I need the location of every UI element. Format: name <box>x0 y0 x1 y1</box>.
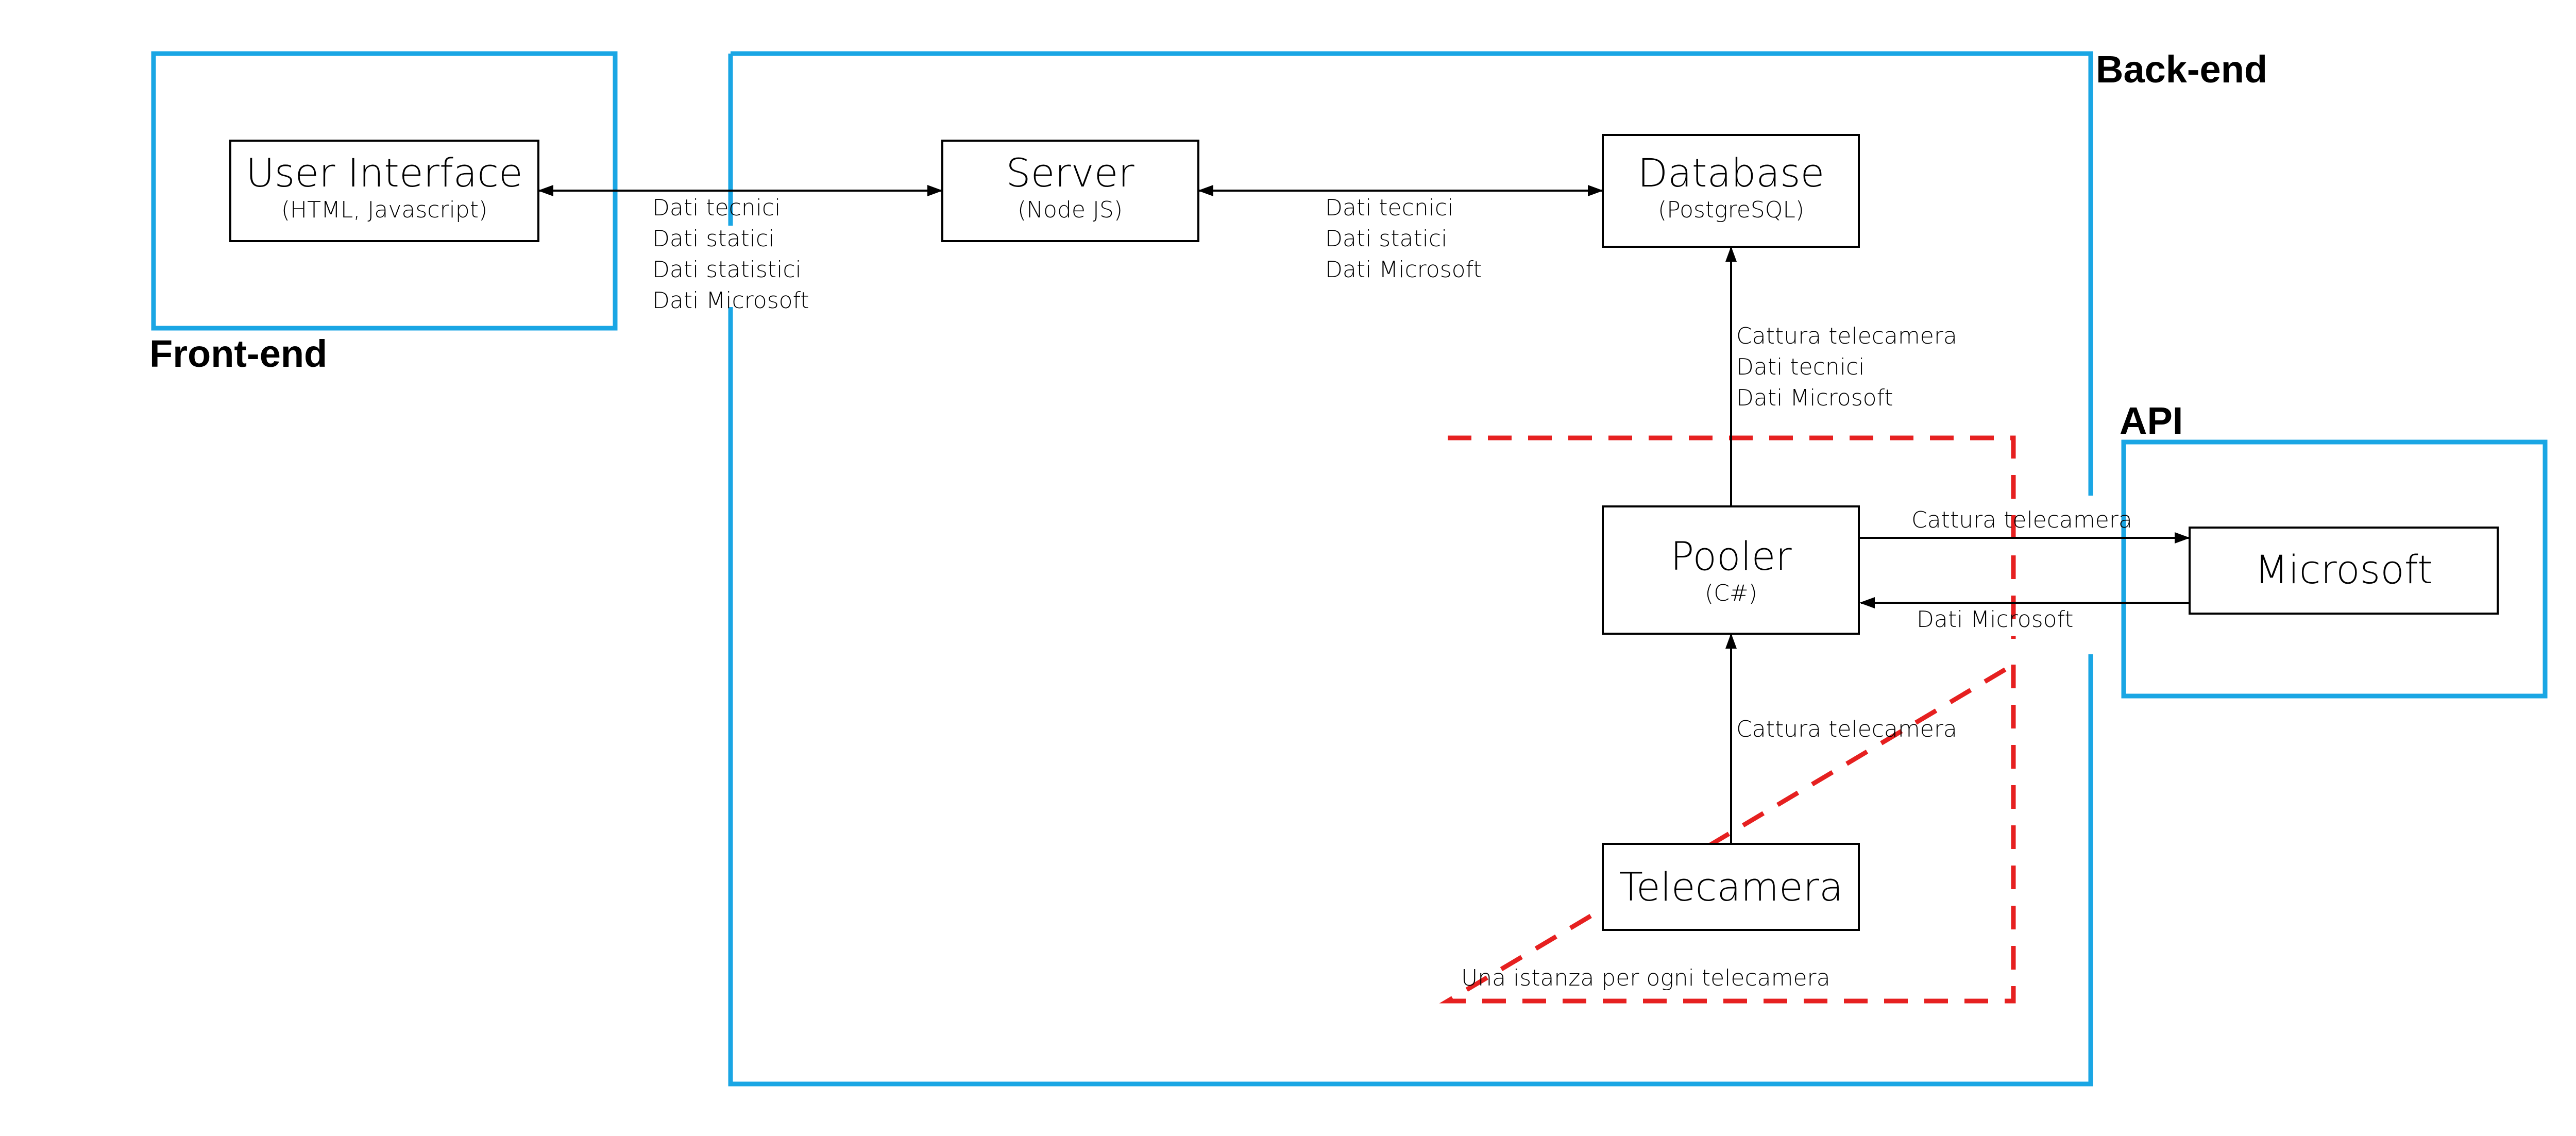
node-telecamera: Telecamera <box>1602 843 1860 931</box>
node-server-subtitle: (Node JS) <box>1018 197 1123 223</box>
node-microsoft: Microsoft <box>2189 527 2499 615</box>
instance-region-label: Una istanza per ogni telecamera <box>1461 965 1831 991</box>
node-server-title: Server <box>1006 150 1134 196</box>
api-group-box <box>2121 439 2548 699</box>
edge-server-database-label-line: Dati tecnici <box>1325 195 1453 221</box>
edge-ui-server-label-line: Dati statistici <box>652 257 802 283</box>
edge-pooler-database-label: Cattura telecamera Dati tecnici Dati Mic… <box>1736 323 1964 411</box>
edge-telecamera-pooler-label: Cattura telecamera <box>1736 716 1957 742</box>
edge-server-database-label-line: Dati Microsoft <box>1325 257 1482 283</box>
backend-group-label: Back-end <box>2096 48 2267 91</box>
frontend-group-label: Front-end <box>149 332 327 375</box>
edge-ui-server-label-line: Dati Microsoft <box>652 287 809 314</box>
edge-server-database-label: Dati tecnici Dati statici Dati Microsoft <box>1325 195 1482 283</box>
node-user-interface-subtitle: (HTML, Javascript) <box>281 197 487 223</box>
edge-pooler-microsoft-label: Cattura telecamera <box>1911 507 2132 533</box>
instance-region-box <box>1439 435 2016 1004</box>
edge-microsoft-pooler-label: Dati Microsoft <box>1917 606 2074 633</box>
node-pooler-subtitle: (C#) <box>1705 580 1757 606</box>
node-pooler-title: Pooler <box>1670 533 1792 579</box>
node-microsoft-title: Microsoft <box>2255 547 2433 592</box>
node-user-interface-title: User Interface <box>246 150 523 196</box>
edge-pooler-database-label-line: Dati Microsoft <box>1736 385 1893 411</box>
node-pooler: Pooler (C#) <box>1602 505 1860 635</box>
node-database: Database (PostgreSQL) <box>1602 134 1860 248</box>
edge-pooler-database-label-line: Cattura telecamera <box>1736 323 1957 349</box>
node-database-subtitle: (PostgreSQL) <box>1658 197 1804 223</box>
node-user-interface: User Interface (HTML, Javascript) <box>229 140 539 242</box>
edge-ui-server-label-line: Dati tecnici <box>652 195 781 221</box>
edge-server-database-label-line: Dati statici <box>1325 226 1447 252</box>
api-group-label: API <box>2120 399 2183 442</box>
node-server: Server (Node JS) <box>941 140 1199 242</box>
edge-ui-server-label: Dati tecnici Dati statici Dati statistic… <box>652 195 809 314</box>
edge-pooler-database-label-line: Dati tecnici <box>1736 354 1865 380</box>
node-database-title: Database <box>1638 150 1825 196</box>
node-telecamera-title: Telecamera <box>1619 864 1843 910</box>
edge-ui-server-label-line: Dati statici <box>652 226 774 252</box>
backend-group-box <box>728 51 2093 1087</box>
